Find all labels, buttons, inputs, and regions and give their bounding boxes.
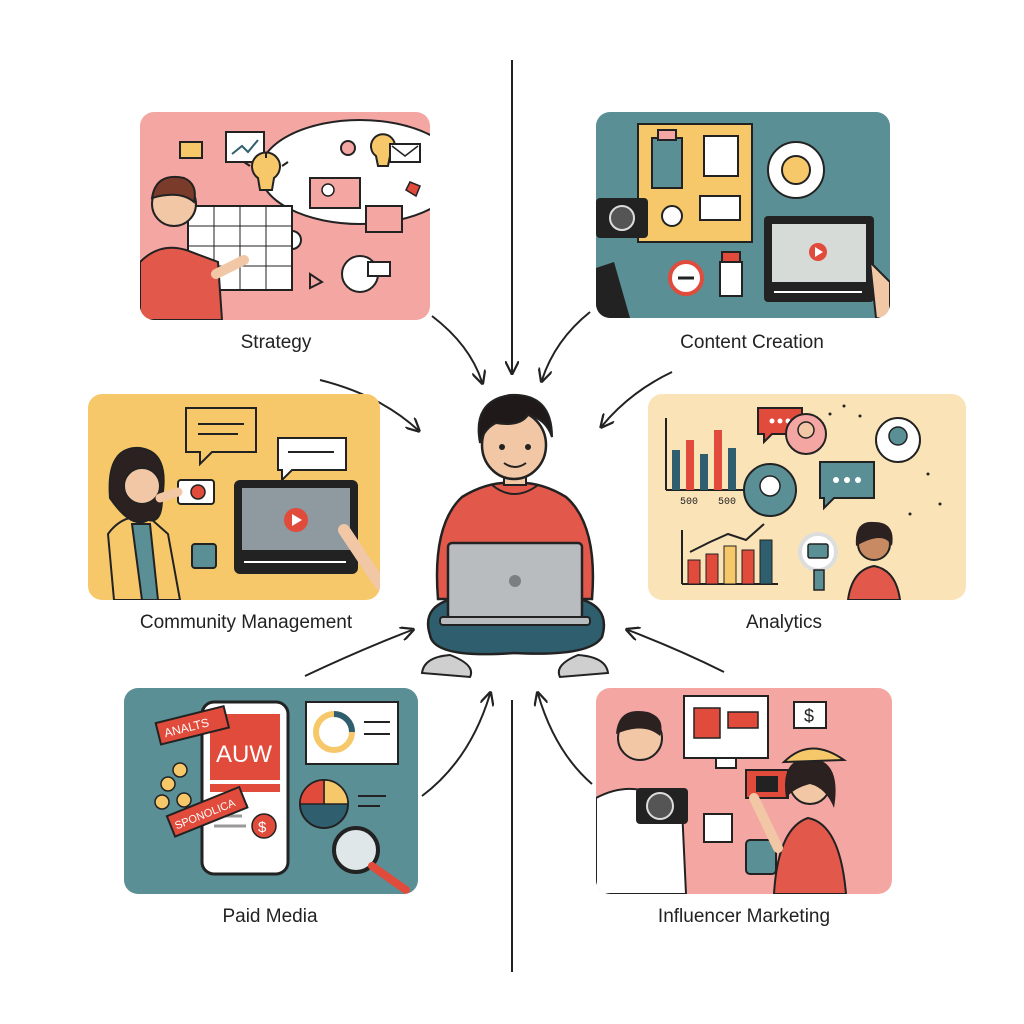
svg-text:AUW: AUW [216, 741, 272, 768]
paid-media-illustration: AUW $ ANALTS SPONOLICA [124, 688, 418, 894]
paid-media-label: Paid Media [222, 906, 318, 927]
content-creation-label: Content Creation [680, 332, 824, 353]
community-management-label: Community Management [139, 612, 353, 633]
svg-text:500: 500 [680, 497, 698, 508]
analytics-card: 500 500 [648, 394, 966, 600]
community-management-card [88, 394, 380, 600]
svg-text:$: $ [804, 706, 814, 726]
svg-text:500: 500 [718, 497, 736, 508]
analytics-illustration: 500 500 [648, 394, 966, 600]
strategy-illustration [140, 112, 430, 320]
influencer-marketing-card: $ [596, 688, 892, 894]
arrow-influencer [538, 694, 593, 785]
svg-text:$: $ [258, 819, 267, 836]
strategy-label: Strategy [240, 332, 312, 353]
influencer-marketing-label: Influencer Marketing [657, 906, 831, 927]
person-with-laptop [420, 393, 610, 679]
arrow-analytics-lower [628, 630, 725, 673]
influencer-marketing-illustration: $ [596, 688, 892, 894]
content-creation-illustration [596, 112, 890, 318]
arrow-community [304, 630, 412, 677]
arrow-paid [421, 694, 490, 797]
strategy-card [140, 112, 430, 320]
community-management-illustration [88, 394, 380, 600]
arrow-analytics [602, 371, 673, 426]
paid-media-card: AUW $ ANALTS SPONOLICA [124, 688, 418, 894]
analytics-label: Analytics [745, 612, 823, 633]
arrow-strategy [431, 315, 482, 382]
arrow-content [542, 311, 591, 380]
content-creation-card [596, 112, 890, 318]
